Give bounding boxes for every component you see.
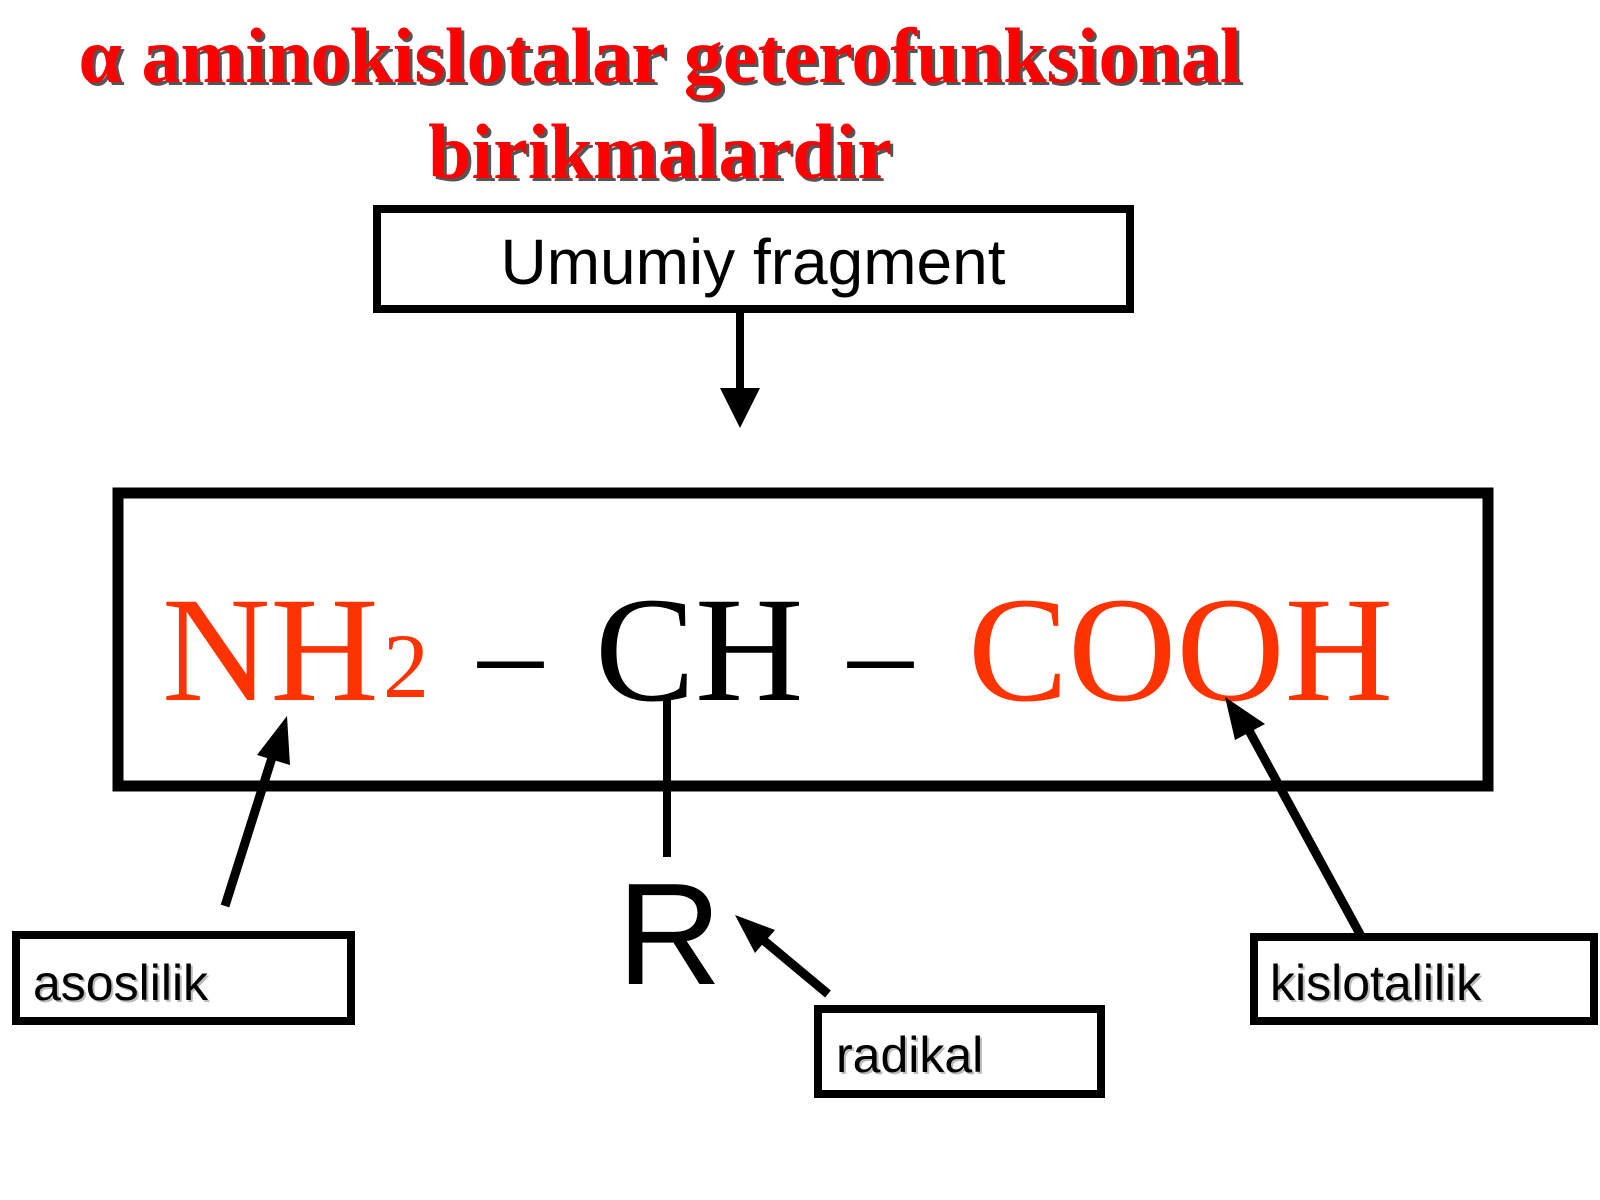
- asoslilik-label: asoslilik: [33, 955, 209, 1011]
- radikal-label: radikal: [836, 1027, 983, 1083]
- asoslilik-box: asoslilik: [12, 931, 355, 1025]
- down-arrow-head: [720, 388, 760, 428]
- formula-box: [112, 487, 1494, 792]
- radical-arrow-head: [735, 915, 775, 953]
- basic-arrow-shaft: [220, 743, 281, 908]
- radical-arrow-shaft: [753, 930, 831, 998]
- umumiy-fragment-box: Umumiy fragment: [373, 205, 1134, 313]
- dash-left: –: [477, 580, 544, 724]
- acidic-arrow-head: [1225, 697, 1265, 740]
- radical-symbol: R: [617, 853, 722, 1015]
- kislotalilik-box: kislotalilik: [1250, 933, 1598, 1025]
- umumiy-fragment-frame: [373, 205, 1134, 313]
- radikal-frame: [814, 1005, 1105, 1098]
- formula: NH 2 – CH – COOH: [162, 567, 1393, 733]
- kislotalilik-label: kislotalilik: [1270, 955, 1482, 1011]
- radikal-box: radikal: [814, 1005, 1105, 1098]
- kislotalilik-frame: [1250, 933, 1598, 1025]
- basic-arrow-head: [257, 716, 290, 765]
- basic-arrow: [220, 716, 290, 908]
- slide-title: α aminokislotalar geterofunksional birik…: [0, 8, 1310, 200]
- alpha-carbon: CH: [595, 567, 803, 733]
- carboxyl-group: COOH: [968, 567, 1393, 733]
- down-arrow: [720, 309, 760, 428]
- title-line-2: birikmalardir: [428, 108, 892, 195]
- umumiy-fragment-label: Umumiy fragment: [501, 226, 1006, 298]
- acidic-arrow: [1225, 697, 1365, 939]
- asoslilik-frame: [12, 931, 355, 1025]
- radical-arrow: [735, 915, 831, 998]
- dash-right: –: [847, 580, 914, 724]
- title-line-1: α aminokislotalar geterofunksional: [78, 12, 1242, 99]
- amino-subscript: 2: [383, 615, 429, 717]
- acidic-arrow-shaft: [1242, 722, 1365, 939]
- amino-group: NH: [162, 567, 379, 733]
